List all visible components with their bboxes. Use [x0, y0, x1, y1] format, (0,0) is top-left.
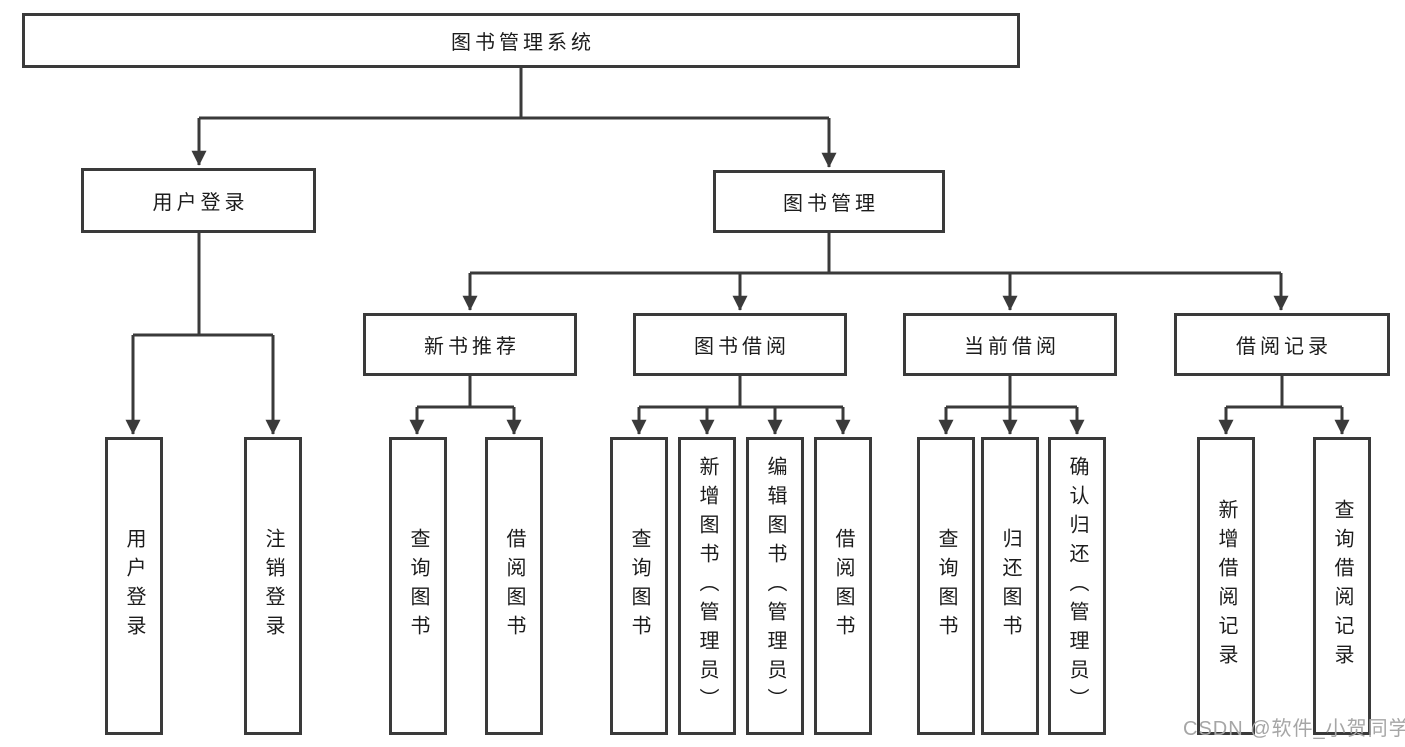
- node-user-login-label: 用户登录: [152, 192, 249, 214]
- node-new-book-recommend: 新书推荐: [363, 313, 577, 376]
- node-current-borrowing: 当前借阅: [903, 313, 1117, 376]
- leaf-bb-borrow-books: 借阅图书: [814, 437, 872, 735]
- node-root-label: 图书管理系统: [451, 32, 595, 54]
- node-book-management: 图书管理: [713, 170, 945, 233]
- leaf-cb-confirm-return-admin: 确认归还（管理员）: [1048, 437, 1106, 735]
- node-borrowing-records: 借阅记录: [1174, 313, 1390, 376]
- connector-root-bar: [199, 68, 829, 120]
- leaf-nb-borrow-books-label: 借阅图书: [503, 528, 525, 644]
- leaf-user-login-label: 用户登录: [123, 528, 145, 644]
- leaf-logout: 注销登录: [244, 437, 302, 735]
- leaf-bb-edit-books-admin-label: 编辑图书（管理员）: [764, 455, 786, 717]
- connector-borrowing-records-bar: [1226, 376, 1342, 409]
- leaf-br-query-record: 查询借阅记录: [1313, 437, 1371, 735]
- node-root: 图书管理系统: [22, 13, 1020, 68]
- leaf-bb-borrow-books-label: 借阅图书: [832, 528, 854, 644]
- connector-book-borrowing-bar: [639, 376, 843, 409]
- leaf-cb-confirm-return-admin-label: 确认归还（管理员）: [1066, 455, 1088, 717]
- leaf-br-add-record: 新增借阅记录: [1197, 437, 1255, 735]
- node-book-borrowing: 图书借阅: [633, 313, 847, 376]
- leaf-user-login: 用户登录: [105, 437, 163, 735]
- connector-current-borrowing-bar: [946, 376, 1077, 409]
- leaf-nb-query-books: 查询图书: [389, 437, 447, 735]
- leaf-bb-query-books: 查询图书: [610, 437, 668, 735]
- node-new-book-recommend-label: 新书推荐: [424, 336, 520, 358]
- node-user-login: 用户登录: [81, 168, 316, 233]
- node-book-borrowing-label: 图书借阅: [694, 336, 790, 358]
- leaf-bb-add-books-admin-label: 新增图书（管理员）: [696, 455, 718, 717]
- leaf-nb-query-books-label: 查询图书: [407, 528, 429, 644]
- leaf-bb-add-books-admin: 新增图书（管理员）: [678, 437, 736, 735]
- connector-user-login-bar: [133, 233, 273, 337]
- leaf-bb-edit-books-admin: 编辑图书（管理员）: [746, 437, 804, 735]
- node-current-borrowing-label: 当前借阅: [964, 336, 1060, 358]
- connector-book-management-bar: [470, 233, 1281, 275]
- connector-new-book-bar: [417, 376, 514, 409]
- node-borrowing-records-label: 借阅记录: [1236, 336, 1332, 358]
- leaf-nb-borrow-books: 借阅图书: [485, 437, 543, 735]
- leaf-cb-return-books-label: 归还图书: [999, 528, 1021, 644]
- leaf-br-query-record-label: 查询借阅记录: [1331, 499, 1353, 673]
- leaf-cb-return-books: 归还图书: [981, 437, 1039, 735]
- leaf-bb-query-books-label: 查询图书: [628, 528, 650, 644]
- leaf-cb-query-books: 查询图书: [917, 437, 975, 735]
- watermark: CSDN @软件_小贺同学: [1183, 718, 1405, 740]
- node-book-management-label: 图书管理: [783, 193, 879, 215]
- leaf-br-add-record-label: 新增借阅记录: [1215, 499, 1237, 673]
- leaf-cb-query-books-label: 查询图书: [935, 528, 957, 644]
- leaf-logout-label: 注销登录: [262, 528, 284, 644]
